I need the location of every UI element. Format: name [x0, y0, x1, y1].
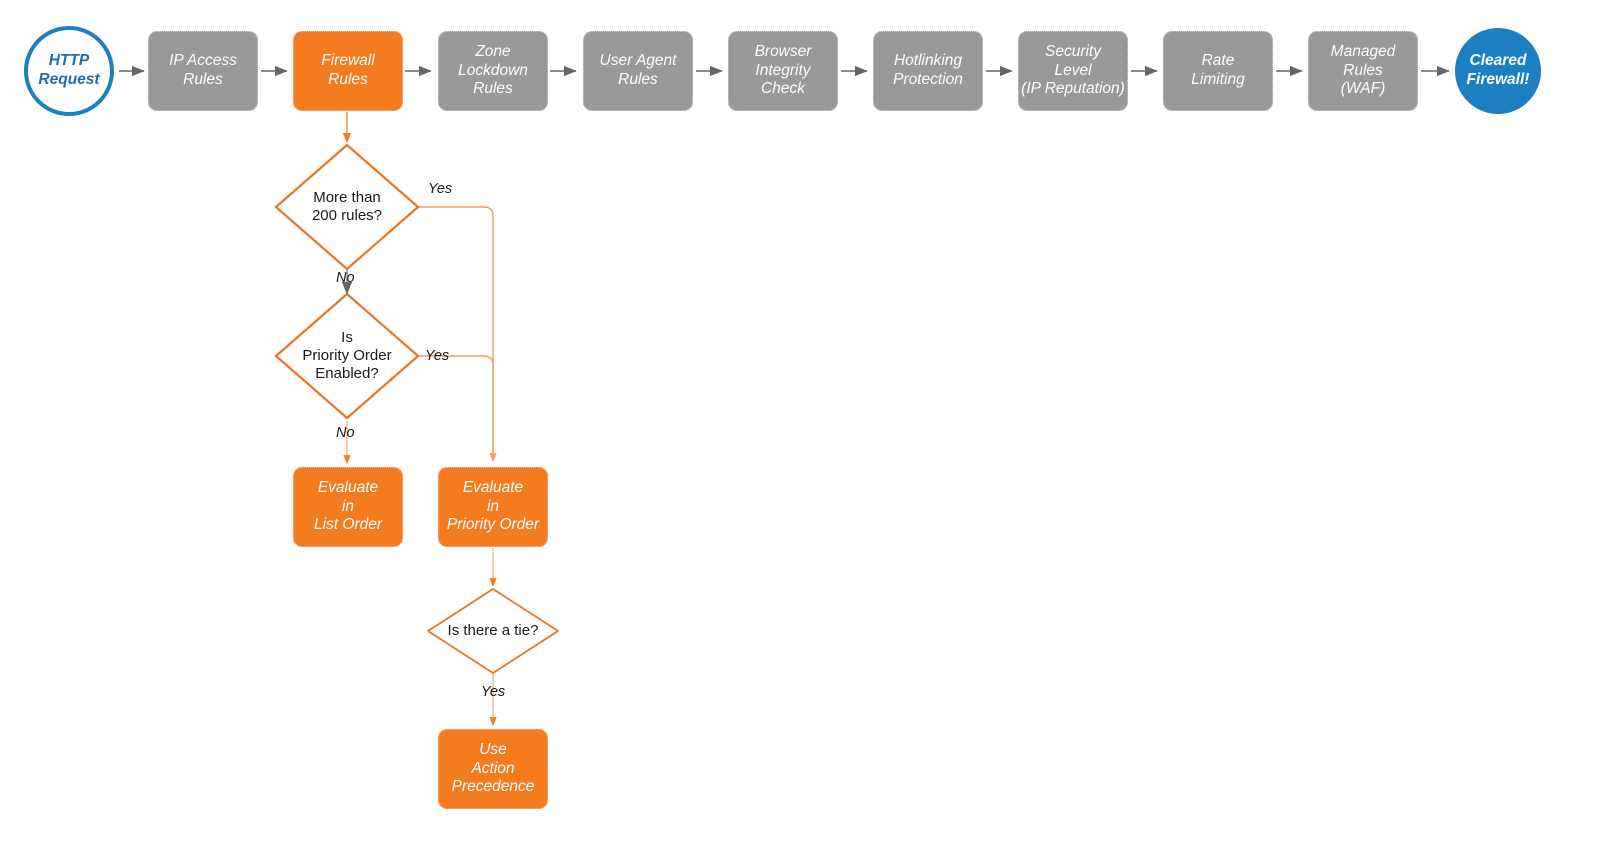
node-cleared-firewall[interactable]: Cleared Firewall!	[1455, 28, 1541, 114]
node-zone-lockdown-rules[interactable]: Zone Lockdown Rules	[438, 31, 548, 111]
edge-d1-yes	[417, 206, 497, 463]
node-security-level[interactable]: Security Level (IP Reputation)	[1018, 31, 1128, 111]
node-managed-rules-waf[interactable]: Managed Rules (WAF)	[1308, 31, 1418, 111]
edge-label-d1-yes: Yes	[428, 181, 453, 197]
edge-label-d2-no: No	[336, 425, 355, 441]
node-firewall-rules[interactable]: Firewall Rules	[293, 31, 403, 111]
decision-label-is-there-a-tie: Is there a tie?	[447, 622, 539, 639]
decision-label-more-than-200-rules: More than 200 rules?	[311, 189, 383, 224]
node-hotlinking-protection[interactable]: Hotlinking Protection	[873, 31, 983, 111]
edge-d2-yes	[417, 355, 494, 455]
node-ip-access-rules[interactable]: IP Access Rules	[148, 31, 258, 111]
node-rate-limiting[interactable]: Rate Limiting	[1163, 31, 1273, 111]
decision-label-is-priority-order-enabled: Is Priority Order Enabled?	[302, 329, 392, 382]
node-browser-integrity-check[interactable]: Browser Integrity Check	[728, 31, 838, 111]
node-use-action-precedence[interactable]: Use Action Precedence	[438, 729, 548, 809]
decision-is-there-a-tie[interactable]	[427, 588, 559, 674]
edge-label-d3-yes: Yes	[481, 684, 506, 700]
node-http-request[interactable]: HTTP Request	[24, 26, 114, 116]
node-user-agent-rules[interactable]: User Agent Rules	[583, 31, 693, 111]
node-evaluate-in-priority-order[interactable]: Evaluate in Priority Order	[438, 467, 548, 547]
decision-more-than-200-rules[interactable]	[274, 143, 420, 271]
edge-label-d1-no: No	[336, 270, 355, 286]
node-evaluate-in-list-order[interactable]: Evaluate in List Order	[293, 467, 403, 547]
decision-is-priority-order-enabled[interactable]	[274, 292, 420, 420]
edge-label-d2-yes: Yes	[425, 348, 450, 364]
